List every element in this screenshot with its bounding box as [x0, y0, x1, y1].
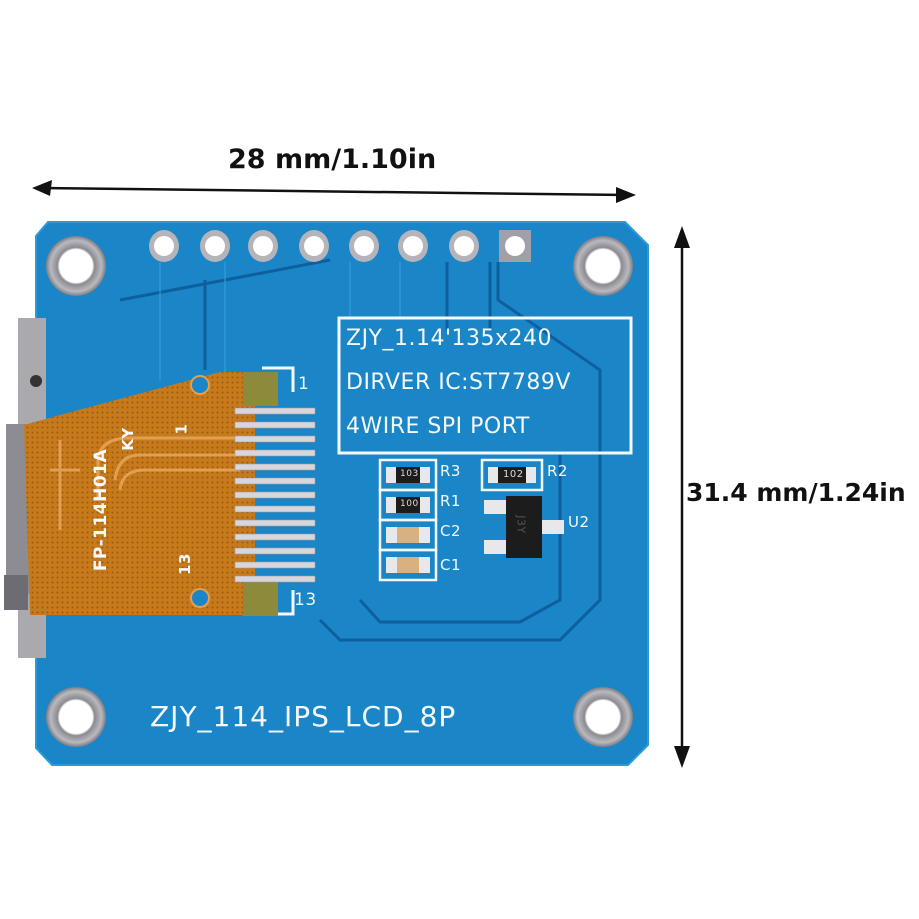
flex-side-label: KY: [118, 427, 137, 451]
mounting-hole-bottom-left: [46, 687, 106, 747]
marking-r2: 102: [503, 469, 524, 480]
height-dimension-label: 31.4 mm/1.24in: [686, 478, 906, 507]
flex-part-label: FP-114H01A: [91, 448, 112, 572]
info-line-model: ZJY_1.14'135x240: [346, 326, 553, 351]
label-c1: C1: [440, 556, 462, 574]
connector-pin-13-label: 13: [294, 590, 317, 610]
label-c2: C2: [440, 522, 462, 540]
mounting-hole-top-left: [46, 236, 106, 296]
mounting-hole-bottom-right: [573, 687, 633, 747]
mounting-hole-top-right: [573, 236, 633, 296]
connector-pin-1-label: 1: [298, 374, 310, 394]
label-r2: R2: [547, 462, 568, 480]
info-line-interface: 4WIRE SPI PORT: [346, 414, 530, 439]
flex-pin-13-label: 13: [175, 553, 194, 575]
info-line-driver: DIRVER IC:ST7789V: [346, 370, 571, 395]
board-model-label: ZJY_114_IPS_LCD_8P: [150, 700, 457, 733]
width-dimension-label: 28 mm/1.10in: [228, 144, 437, 175]
marking-r3: 103: [400, 469, 419, 479]
marking-u2: J3Y: [514, 515, 528, 534]
label-u2: U2: [568, 513, 590, 531]
label-r3: R3: [440, 462, 461, 480]
header-pins: [149, 230, 531, 262]
flex-pin-1-label: 1: [172, 423, 191, 435]
label-r1: R1: [440, 492, 461, 510]
marking-r1: 100: [400, 499, 419, 509]
